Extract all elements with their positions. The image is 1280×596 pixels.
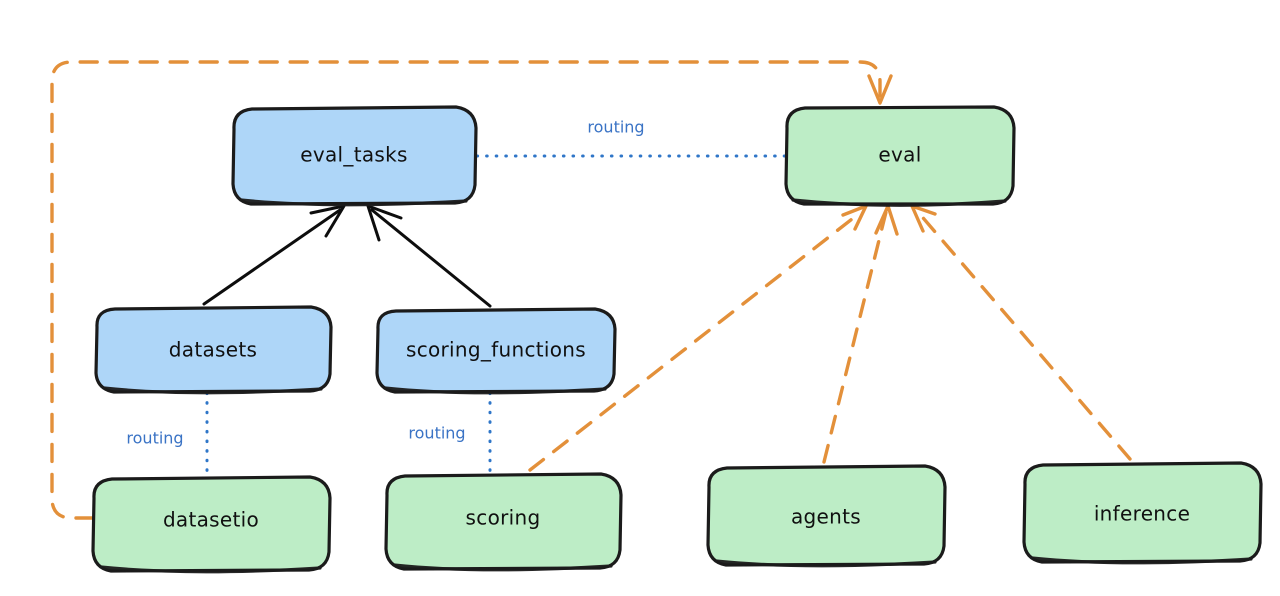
node-eval-tasks[interactable]: eval_tasks <box>231 105 478 207</box>
edge-datasets-datasetio: routing <box>126 391 209 478</box>
node-eval-underline <box>791 198 1007 207</box>
node-scoring-label: scoring <box>466 506 541 530</box>
edge-label-routing-datasetio: routing <box>126 429 183 448</box>
node-agents-underline <box>714 559 937 568</box>
edge-label-routing-eval: routing <box>587 118 644 137</box>
edge-agents-eval <box>822 204 899 464</box>
edge-label-routing-scoring: routing <box>408 424 465 443</box>
node-scoring-functions[interactable]: scoring_functions <box>375 307 617 395</box>
node-scoring[interactable]: scoring <box>384 472 623 572</box>
edge-datasetio-eval-path <box>50 60 882 520</box>
edge-scoringfn-scoring: routing <box>408 391 492 475</box>
node-datasets-label: datasets <box>169 338 257 362</box>
node-inference-underline <box>1030 556 1253 565</box>
node-datasetio-label: datasetio <box>163 508 259 532</box>
edge-eval_tasks-eval: routing <box>475 118 787 158</box>
node-datasetio[interactable]: datasetio <box>91 475 332 574</box>
node-eval-label: eval <box>878 143 921 167</box>
node-inference[interactable]: inference <box>1022 461 1263 565</box>
node-datasetio-underline <box>99 565 322 574</box>
node-eval[interactable]: eval <box>784 105 1016 207</box>
edge-agents-eval-arrowhead <box>874 204 899 236</box>
edge-agents-eval-path <box>822 210 888 464</box>
edge-scoringfn-eval_tasks <box>366 204 492 308</box>
node-eval-tasks-underline <box>239 198 468 207</box>
edge-datasets-eval_tasks-path <box>202 208 342 306</box>
node-agents-label: agents <box>791 505 861 529</box>
node-eval-tasks-label: eval_tasks <box>300 143 407 167</box>
edge-inference-eval <box>910 204 1132 461</box>
edge-scoring-eval-path <box>528 210 863 472</box>
edge-datasets-eval_tasks <box>202 204 346 306</box>
node-scoring-functions-underline <box>383 386 607 395</box>
edge-datasetio-eval <box>50 60 893 520</box>
node-datasets-underline <box>102 386 323 395</box>
edge-scoringfn-eval_tasks-path <box>370 208 492 308</box>
node-agents[interactable]: agents <box>706 464 947 568</box>
node-scoring-underline <box>392 563 613 572</box>
node-eval-box[interactable] <box>784 105 1016 206</box>
node-datasets[interactable]: datasets <box>94 305 333 395</box>
node-layer: eval_tasks eval datasets scoring_functio… <box>91 105 1263 574</box>
node-inference-label: inference <box>1094 502 1190 526</box>
edge-datasetio-eval-arrowhead <box>867 74 893 105</box>
edge-scoring-eval-arrowhead <box>841 204 868 231</box>
edge-inference-eval-path <box>916 210 1132 461</box>
node-scoring-functions-label: scoring_functions <box>406 338 586 362</box>
